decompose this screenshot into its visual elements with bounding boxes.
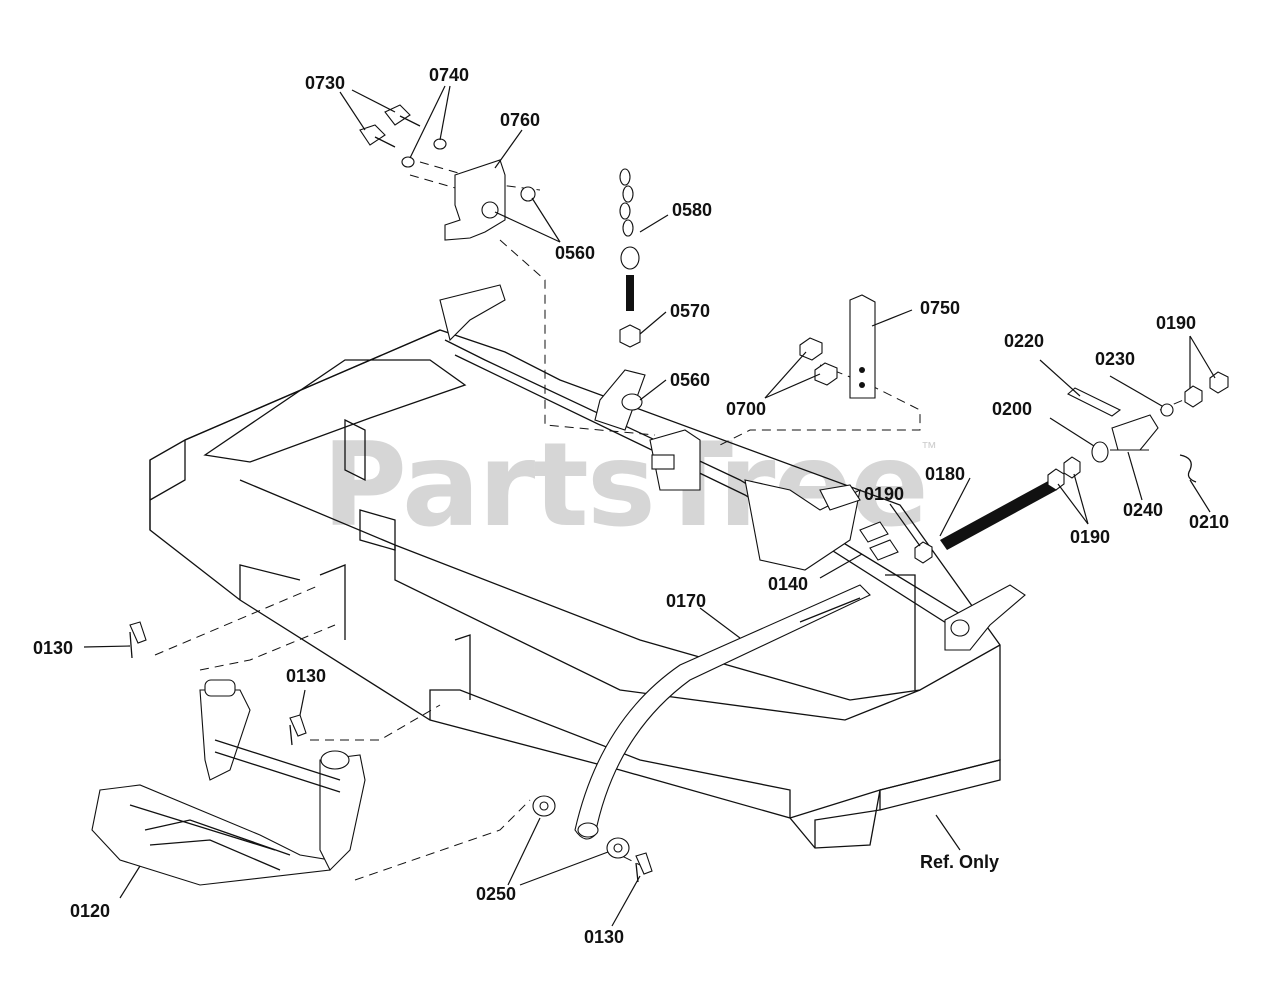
label-0740: 0740: [429, 65, 470, 85]
assembly-guides: [154, 161, 1196, 881]
label-0200: 0200: [992, 399, 1033, 419]
label-0250: 0250: [476, 884, 517, 904]
label-0730: 0730: [305, 73, 346, 93]
label-0190-top: 0190: [1156, 313, 1197, 333]
label-0750: 0750: [920, 298, 961, 318]
deck-housing: [149, 329, 1001, 849]
label-0220: 0220: [1004, 331, 1045, 351]
label-0230: 0230: [1095, 349, 1136, 369]
upright-strap: [799, 294, 876, 399]
label-0170: 0170: [666, 591, 707, 611]
label-0190-mid: 0190: [864, 484, 905, 504]
label-0700: 0700: [726, 399, 767, 419]
spring-hardware: [859, 371, 1229, 637]
label-0120: 0120: [70, 901, 111, 921]
label-0210: 0210: [1189, 512, 1230, 532]
label-0180: 0180: [925, 464, 966, 484]
label-0560-mid: 0560: [670, 370, 711, 390]
label-0140: 0140: [768, 574, 809, 594]
label-0240: 0240: [1123, 500, 1164, 520]
label-0130-left: 0130: [33, 638, 74, 658]
label-0570: 0570: [670, 301, 711, 321]
label-0130-bottom: 0130: [584, 927, 625, 947]
upper-bracket-hardware: [359, 104, 536, 241]
label-0760: 0760: [500, 110, 541, 130]
push-rod: [574, 584, 871, 840]
label-0560-top: 0560: [555, 243, 596, 263]
lift-chain: [619, 168, 643, 411]
clips-and-washers: [129, 621, 653, 883]
watermark-trademark: ™: [921, 440, 937, 457]
label-ref-only: Ref. Only: [920, 852, 1000, 872]
leader-lines: [83, 85, 1216, 927]
front-hanger-bracket: [91, 679, 366, 886]
label-0130-mid: 0130: [286, 666, 327, 686]
label-0190-low: 0190: [1070, 527, 1111, 547]
label-0580: 0580: [672, 200, 713, 220]
